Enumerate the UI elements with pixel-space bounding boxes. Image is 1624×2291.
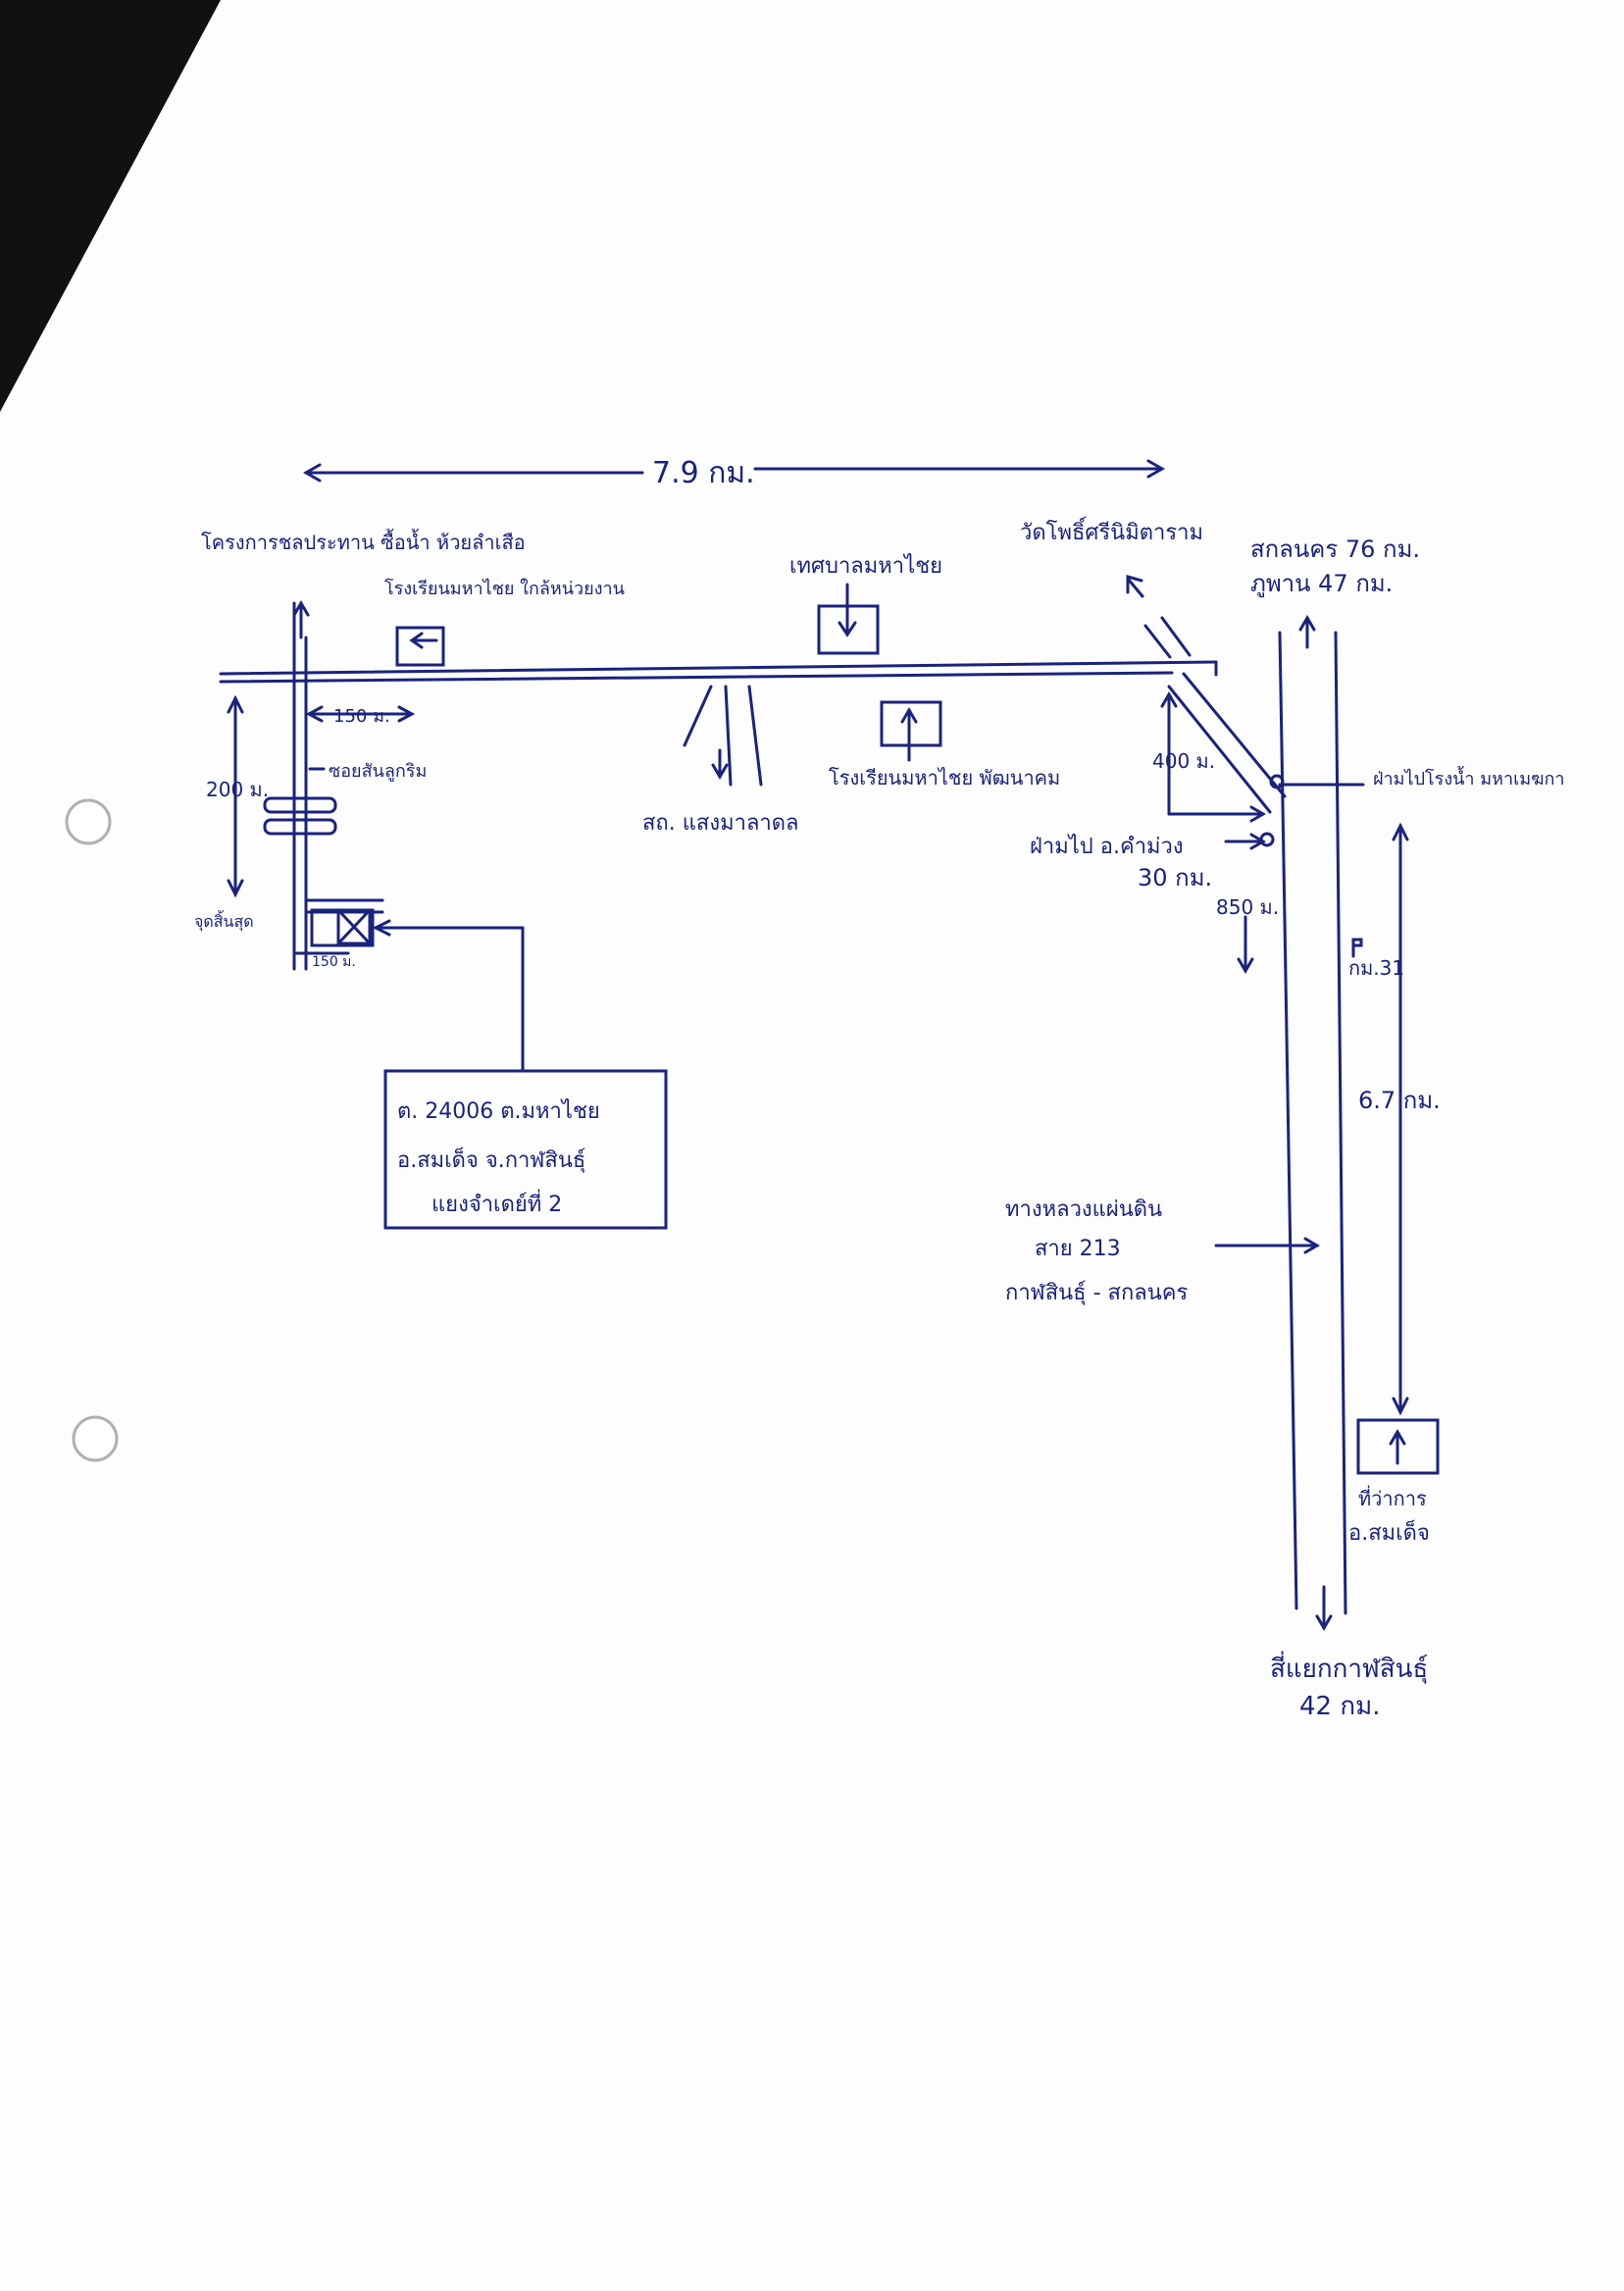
150m-arrowhead-left [305, 705, 324, 723]
district-office-label-line2: อ.สมเด็จ [1348, 1518, 1430, 1546]
200m-arrowhead-top [227, 694, 244, 714]
dist-150-top-label: 150 ม. [333, 706, 390, 727]
side-road-label: ฝ่ามไปโรงน้ำ มหาเมฆกา [1373, 766, 1564, 789]
school-upper-left-building [395, 626, 445, 667]
district-office-building [1356, 1418, 1440, 1475]
bridge-symbol-top [263, 796, 337, 814]
binder-hole-top [65, 798, 112, 845]
highway-label-line3: กาฬสินธุ์ - สกลนคร [1005, 1281, 1189, 1305]
municipality-label: เทศบาลมหาไชย [789, 553, 942, 579]
6-7km-arrowhead-top [1392, 822, 1409, 841]
branch-road-east-edge [747, 685, 763, 787]
diagonal-road-south-edge [1167, 685, 1272, 814]
branch-road-middle [724, 685, 733, 787]
branch-road-west-edge [683, 685, 713, 747]
temple-arrow [1126, 577, 1144, 598]
150m-arrowhead-right [397, 705, 416, 723]
school-right-building [880, 700, 942, 747]
bridge-symbol-bottom [263, 818, 337, 836]
dist-200-label: 200 ม. [206, 778, 269, 801]
top-left-place-label: โครงการชลประทาน ซื้อน้ำ ห้วยลำเสือ [201, 529, 526, 554]
850m-label: 850 ม. [1216, 895, 1279, 919]
dist-150-bottom-label: 150 ม. [312, 954, 356, 970]
temple-road-west-edge [1143, 624, 1172, 659]
temple-road-east-edge [1160, 616, 1192, 657]
highway-pointer-arrowhead [1303, 1237, 1320, 1254]
junction-marker-lower [1259, 832, 1275, 847]
phu-phan-label: ภูพาน 47 กม. [1250, 570, 1393, 598]
diagonal-road-north-edge [1182, 672, 1287, 798]
30km-label: 30 กม. [1138, 864, 1212, 891]
6-7km-label: 6.7 กม. [1358, 1087, 1441, 1114]
end-point-label: จุดสิ้นสุด [194, 910, 254, 932]
top-distance-label: 7.9 กม. [652, 456, 755, 490]
municipality-arrowhead [837, 621, 857, 637]
school-upper-left-label: โรงเรียนมหาไชย ใกล้หน่วยงาน [384, 578, 625, 599]
850m-arrowhead [1237, 957, 1254, 974]
6-7km-arrowhead-bottom [1392, 1397, 1409, 1416]
district-office-label-line1: ที่ว่าการ [1358, 1485, 1427, 1510]
location-box-line2: อ.สมเด็จ จ.กาฬสินธุ์ [397, 1146, 585, 1173]
400m-base-arrowhead [1249, 805, 1266, 823]
main-road-north-edge [219, 660, 1218, 676]
highway-label-line2: สาย 213 [1035, 1237, 1121, 1261]
temple-arrowhead [1126, 575, 1143, 594]
health-center-label: สถ. แสงมาลาดล [642, 811, 799, 836]
khammuang-arrowhead [1249, 833, 1266, 850]
kalasin-label-line1: สี่แยกกาฬสินธุ์ [1270, 1651, 1428, 1684]
sakon-arrowhead [1298, 615, 1316, 632]
soi-label: ซอยสันลูกริม [329, 761, 427, 782]
sakon-label: สกลนคร 76 กม. [1250, 535, 1420, 563]
location-box-line1: ต. 24006 ต.มหาไชย [397, 1098, 600, 1124]
400m-arrowhead [1160, 691, 1178, 708]
top-distance-arrowhead-left [302, 463, 322, 483]
health-center-arrowhead [711, 763, 729, 780]
highway-213-west-edge [1278, 631, 1298, 1610]
scan-corner-shadow [0, 0, 221, 412]
km-marker-label: กม.31 [1348, 956, 1404, 980]
site-pointer-arrowhead [372, 919, 391, 937]
location-box-frame [383, 1069, 668, 1230]
main-road-south-edge [219, 671, 1174, 684]
top-left-place-text: โครงการชลประทาน ซื้อน้ำ ห้วยลำเสือ [201, 529, 526, 554]
school-right-arrowhead [900, 707, 918, 724]
location-box-line3: แยงจำเดย์ที่ 2 [431, 1189, 562, 1217]
site-plot [336, 908, 372, 945]
highway-label-line1: ทางหลวงแผ่นดิน [1005, 1197, 1162, 1222]
school-right-label: โรงเรียนมหาไชย พัฒนาคม [829, 766, 1060, 789]
school-upper-left-arrowhead [409, 632, 424, 649]
200m-arrowhead-bottom [227, 879, 244, 898]
dist-400-label: 400 ม. [1152, 749, 1215, 773]
kalasin-label-line2: 42 กม. [1299, 1692, 1381, 1721]
khammuang-label: ฝ่ามไป อ.คำม่วง [1030, 834, 1184, 859]
kalasin-arrowhead [1315, 1614, 1333, 1631]
highway-213-east-edge [1334, 631, 1347, 1615]
km-marker-flag [1351, 938, 1363, 947]
district-office-arrowhead [1389, 1429, 1406, 1446]
binder-hole-bottom [72, 1415, 119, 1462]
site-plot-cross-b [336, 908, 372, 945]
left-road-up-arrowhead [292, 600, 310, 617]
top-distance-arrowhead-right [1146, 459, 1166, 479]
temple-label: วัดโพธิ์ศรีนิมิตาราม [1020, 517, 1203, 545]
